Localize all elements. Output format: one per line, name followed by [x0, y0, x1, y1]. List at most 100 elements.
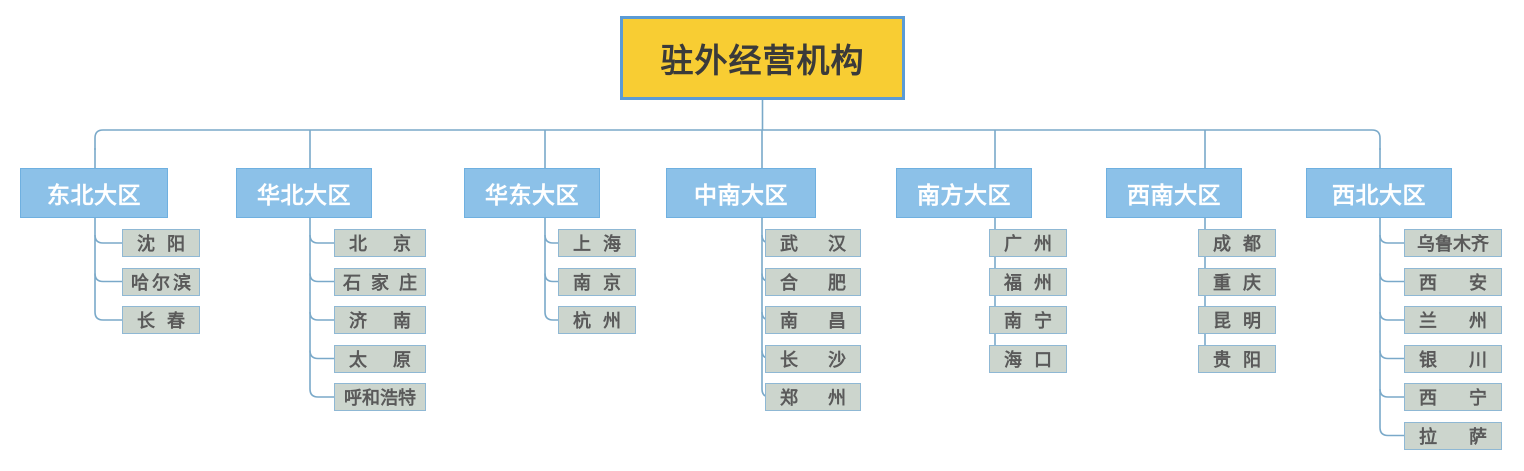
- city-char: 太: [349, 349, 367, 371]
- region-node-1[interactable]: 华北大区: [236, 168, 372, 218]
- city-node-6-2[interactable]: 兰州: [1404, 306, 1502, 334]
- city-elbow-0-2: [94, 311, 122, 321]
- city-node-2-1[interactable]: 南京: [558, 267, 636, 296]
- city-char: 滨: [173, 272, 191, 294]
- city-node-3-2[interactable]: 南昌: [765, 306, 861, 334]
- root-node[interactable]: 驻外经营机构: [620, 16, 905, 100]
- city-node-6-5[interactable]: 拉萨: [1404, 421, 1502, 450]
- city-char: 成: [1213, 234, 1231, 255]
- city-char: 杭: [573, 311, 591, 332]
- region-label: 中南大区: [694, 183, 788, 209]
- city-char: 沙: [828, 349, 846, 371]
- city-elbow-1-3: [309, 350, 334, 360]
- city-node-4-1[interactable]: 福州: [989, 267, 1067, 296]
- city-label: 上海: [559, 230, 635, 256]
- bus-line: [94, 129, 1381, 150]
- city-node-4-0[interactable]: 广州: [989, 229, 1067, 257]
- city-node-2-2[interactable]: 杭州: [558, 306, 636, 334]
- city-node-0-2[interactable]: 长春: [122, 306, 200, 334]
- root-label: 驻外经营机构: [660, 41, 865, 80]
- city-char: 庆: [1243, 272, 1261, 294]
- city-node-4-3[interactable]: 海口: [989, 344, 1067, 373]
- city-char: 肥: [828, 272, 846, 294]
- city-label: 长春: [123, 307, 199, 333]
- city-char: 川: [1469, 349, 1487, 371]
- city-char: 长: [780, 349, 798, 371]
- city-char: 沈: [137, 234, 155, 255]
- city-label: 拉萨: [1405, 423, 1501, 449]
- city-label: 成都: [1199, 230, 1275, 256]
- city-node-3-1[interactable]: 合肥: [765, 267, 861, 296]
- city-char: 昆: [1213, 311, 1231, 332]
- city-elbow-6-4: [1379, 388, 1404, 398]
- city-char: 重: [1213, 272, 1231, 294]
- city-node-3-4[interactable]: 郑州: [765, 383, 861, 411]
- city-node-1-2[interactable]: 济南: [334, 306, 426, 334]
- region-node-2[interactable]: 华东大区: [464, 168, 600, 218]
- region-label: 东北大区: [47, 183, 141, 209]
- city-node-4-2[interactable]: 南宁: [989, 306, 1067, 334]
- city-elbow-0-0: [94, 234, 122, 244]
- region-label: 华北大区: [257, 183, 351, 209]
- city-label: 西宁: [1405, 384, 1501, 410]
- city-elbow-2-0: [544, 234, 558, 244]
- city-char: 兰: [1419, 311, 1437, 332]
- city-node-3-0[interactable]: 武汉: [765, 229, 861, 257]
- city-char: 尔: [152, 272, 170, 294]
- region-label: 华东大区: [485, 183, 579, 209]
- city-node-2-0[interactable]: 上海: [558, 229, 636, 257]
- city-label: 沈阳: [123, 230, 199, 256]
- city-node-6-3[interactable]: 银川: [1404, 344, 1502, 373]
- city-label: 南宁: [990, 307, 1066, 333]
- region-node-3[interactable]: 中南大区: [666, 168, 816, 218]
- city-node-1-3[interactable]: 太原: [334, 344, 426, 373]
- city-node-5-0[interactable]: 成都: [1198, 229, 1276, 257]
- city-elbow-6-2: [1379, 311, 1404, 321]
- city-node-6-1[interactable]: 西安: [1404, 267, 1502, 296]
- city-node-5-3[interactable]: 贵阳: [1198, 344, 1276, 373]
- city-char: 西: [1419, 388, 1437, 409]
- city-node-0-0[interactable]: 沈阳: [122, 229, 200, 257]
- city-elbow-6-0: [1379, 234, 1404, 244]
- region-node-0[interactable]: 东北大区: [20, 168, 168, 218]
- city-node-6-4[interactable]: 西宁: [1404, 383, 1502, 411]
- city-node-5-2[interactable]: 昆明: [1198, 306, 1276, 334]
- city-label: 长沙: [766, 346, 860, 372]
- city-char: 州: [603, 311, 621, 332]
- city-node-1-1[interactable]: 石家庄: [334, 267, 426, 296]
- region-label: 西南大区: [1127, 183, 1221, 209]
- city-char: 郑: [780, 388, 798, 409]
- city-label: 合肥: [766, 269, 860, 295]
- city-node-1-4[interactable]: 呼和浩特: [334, 383, 426, 411]
- city-char: 海: [1004, 349, 1022, 371]
- city-label: 乌鲁木齐: [1417, 234, 1489, 255]
- city-char: 南: [780, 311, 798, 332]
- city-elbow-2-2: [544, 311, 558, 321]
- city-char: 萨: [1469, 426, 1487, 448]
- city-char: 福: [1004, 272, 1022, 294]
- city-node-6-0[interactable]: 乌鲁木齐: [1404, 229, 1502, 257]
- city-label: 济南: [335, 307, 425, 333]
- city-label: 重庆: [1199, 269, 1275, 295]
- city-elbow-1-2: [309, 311, 334, 321]
- city-char: 京: [393, 234, 411, 255]
- city-label: 武汉: [766, 230, 860, 256]
- city-char: 州: [828, 388, 846, 409]
- city-char: 都: [1243, 234, 1261, 255]
- region-node-4[interactable]: 南方大区: [896, 168, 1032, 218]
- region-node-6[interactable]: 西北大区: [1306, 168, 1452, 218]
- city-label: 福州: [990, 269, 1066, 295]
- city-label: 郑州: [766, 384, 860, 410]
- city-char: 汉: [828, 234, 846, 255]
- city-char: 原: [393, 349, 411, 371]
- city-char: 广: [1004, 234, 1022, 255]
- city-node-3-3[interactable]: 长沙: [765, 344, 861, 373]
- city-elbow-6-3: [1379, 350, 1404, 360]
- city-char: 明: [1243, 311, 1261, 332]
- city-node-5-1[interactable]: 重庆: [1198, 267, 1276, 296]
- city-char: 宁: [1034, 311, 1052, 332]
- city-node-1-0[interactable]: 北京: [334, 229, 426, 257]
- region-node-5[interactable]: 西南大区: [1106, 168, 1242, 218]
- city-node-0-1[interactable]: 哈尔滨: [122, 267, 200, 296]
